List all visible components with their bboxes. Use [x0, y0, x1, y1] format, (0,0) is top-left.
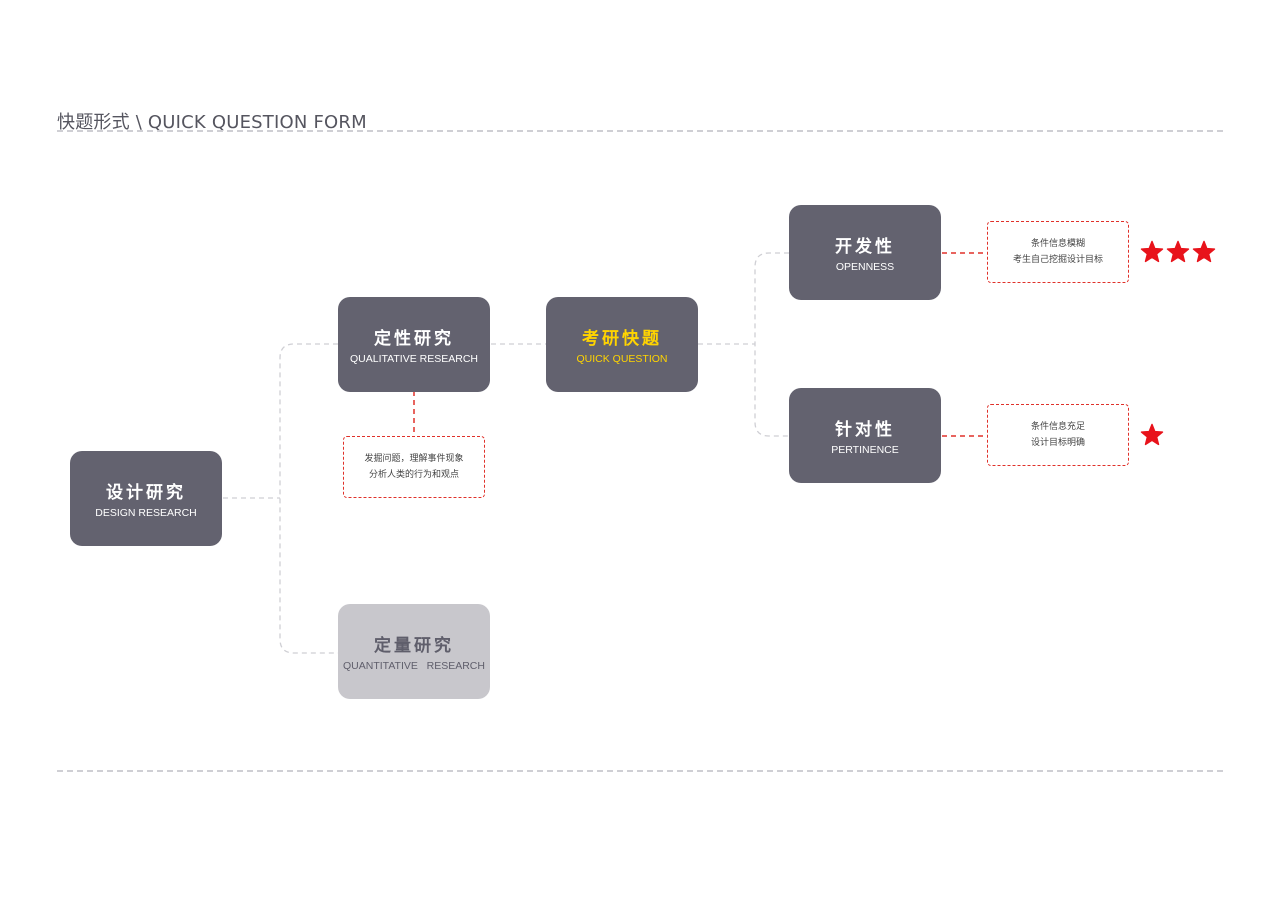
- node-design-research-en: DESIGN RESEARCH: [95, 507, 197, 519]
- node-openness: 开发性 OPENNESS: [789, 205, 941, 300]
- star-icon: [1166, 240, 1190, 263]
- star-icon: [1192, 240, 1216, 263]
- node-quick-question-zh: 考研快题: [582, 329, 662, 349]
- node-quantitative-zh: 定量研究: [374, 636, 454, 656]
- note-openness-line2: 考生自己挖掘设计目标: [1012, 255, 1103, 265]
- node-qualitative-research: 定性研究 QUALITATIVE RESEARCH: [338, 297, 490, 392]
- node-openness-zh: 开发性: [835, 237, 895, 257]
- node-pertinence: 针对性 PERTINENCE: [789, 388, 941, 483]
- node-pertinence-zh: 针对性: [835, 420, 895, 440]
- rating-openness: [1140, 240, 1218, 266]
- rating-pertinence: [1140, 423, 1166, 449]
- page-title: 快题形式 \ QUICK QUESTION FORM: [57, 112, 367, 133]
- node-qualitative-zh: 定性研究: [374, 329, 454, 349]
- note-qualitative-line1: 发掘问题，理解事件现象: [364, 454, 464, 464]
- bottom-divider: [57, 770, 1223, 772]
- node-quantitative-en: QUANTITATIVE RESEARCH: [343, 660, 485, 672]
- note-pertinence-line1: 条件信息充足: [1030, 422, 1085, 432]
- node-qualitative-en: QUALITATIVE RESEARCH: [350, 353, 478, 365]
- connector-branch-to-outcomes: [754, 252, 789, 437]
- note-pertinence: 条件信息充足 设计目标明确: [987, 404, 1129, 466]
- node-quantitative-research: 定量研究 QUANTITATIVE RESEARCH: [338, 604, 490, 699]
- node-quick-question-en: QUICK QUESTION: [576, 353, 668, 365]
- note-qualitative-line2: 分析人类的行为和观点: [368, 470, 459, 480]
- node-pertinence-en: PERTINENCE: [831, 444, 899, 456]
- note-openness: 条件信息模糊 考生自己挖掘设计目标: [987, 221, 1129, 283]
- node-design-research-zh: 设计研究: [106, 483, 186, 503]
- star-icon: [1140, 240, 1164, 263]
- connector-branch-to-qualitative: [279, 343, 338, 654]
- node-openness-en: OPENNESS: [835, 261, 895, 273]
- node-design-research: 设计研究 DESIGN RESEARCH: [70, 451, 222, 546]
- star-icon: [1140, 423, 1164, 446]
- note-openness-line1: 条件信息模糊: [1030, 239, 1085, 249]
- note-pertinence-line2: 设计目标明确: [1030, 438, 1085, 448]
- note-qualitative: 发掘问题，理解事件现象 分析人类的行为和观点: [343, 436, 485, 498]
- top-divider: [57, 130, 1223, 132]
- node-quick-question: 考研快题 QUICK QUESTION: [546, 297, 698, 392]
